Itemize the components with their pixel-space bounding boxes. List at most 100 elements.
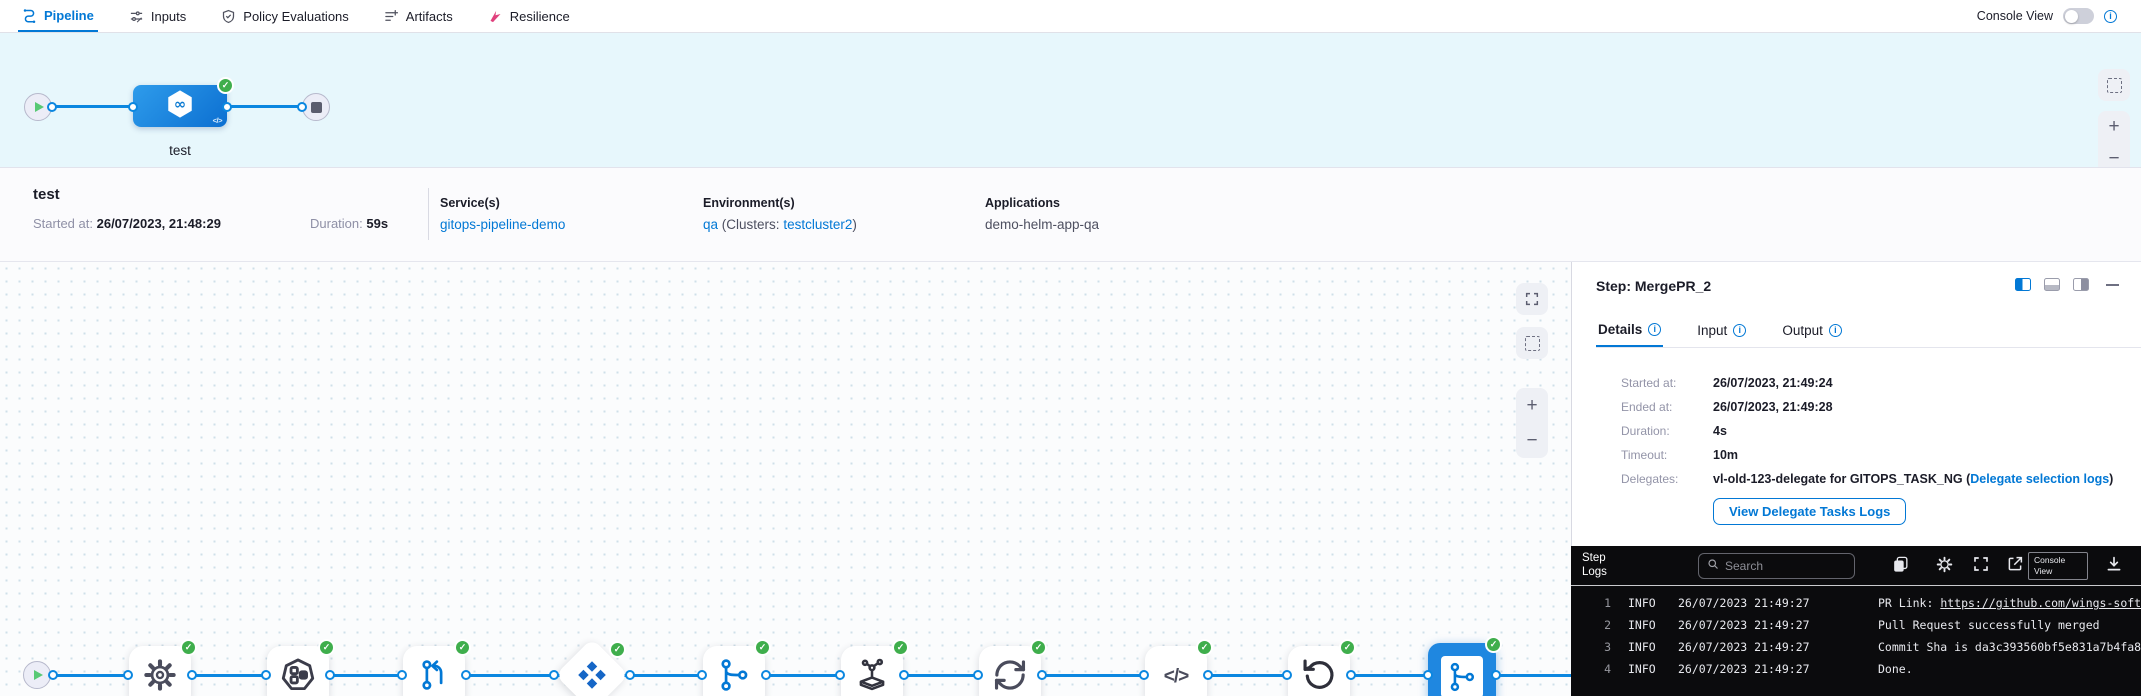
divider: [428, 188, 429, 240]
step-node-fetch-linked-apps[interactable]: </>: [841, 639, 909, 696]
step-node-service[interactable]: </>: [129, 639, 197, 696]
cluster-link[interactable]: testcluster2: [783, 217, 853, 232]
log-line: 1 INFO 26/07/2023 21:49:27 PR Link: http…: [1571, 592, 2141, 614]
connector-dot: [187, 670, 197, 680]
step-node-revertpr-1[interactable]: </>: [1288, 639, 1356, 696]
zoom-in-button[interactable]: [2108, 116, 2119, 138]
step-node-merge-pr[interactable]: </>: [703, 639, 771, 696]
success-check-icon: [754, 639, 771, 656]
connector-dot: [261, 670, 271, 680]
tab-artifacts[interactable]: Artifacts: [380, 0, 457, 32]
stage-node-test[interactable]: ∞ </>: [133, 77, 234, 127]
tab-input[interactable]: Input: [1695, 314, 1748, 347]
stage-start-button[interactable]: [24, 93, 52, 121]
stop-icon: [310, 101, 322, 113]
log-search-box: [1698, 553, 1855, 579]
pr-link[interactable]: https://github.com/wings-softw: [1940, 596, 2141, 610]
success-check-icon: [1030, 639, 1047, 656]
tab-inputs[interactable]: Inputs: [125, 0, 190, 32]
step-node-mergepr-2[interactable]: </>: [1428, 636, 1502, 696]
console-view-toggle[interactable]: [2063, 8, 2094, 24]
tab-output[interactable]: Output: [1780, 314, 1844, 347]
info-icon[interactable]: [2104, 9, 2117, 23]
step-node-shellscript-1[interactable]: </> </>: [1145, 639, 1213, 696]
stage-name-label: test: [169, 143, 191, 158]
success-check-icon: [1196, 639, 1213, 656]
svg-text:∞: ∞: [174, 96, 186, 113]
minimize-icon[interactable]: [2106, 283, 2119, 286]
stage-zoom-controls: [2098, 111, 2130, 175]
top-nav: Pipeline Inputs Policy Evaluations Artif…: [0, 0, 2141, 33]
log-line: 4 INFO 26/07/2023 21:49:27 Done.: [1604, 662, 1913, 676]
tab-label: Policy Evaluations: [243, 8, 349, 24]
open-in-new-tab-icon[interactable]: [2006, 555, 2024, 573]
success-check-icon: [180, 639, 197, 656]
step-panel-title: Step: MergePR_2: [1596, 278, 1712, 294]
connector-dot: [761, 670, 771, 680]
step-node-gitopsclusters[interactable]: </>: [267, 639, 335, 696]
log-settings-gear-icon[interactable]: [1935, 555, 1954, 574]
download-logs-icon[interactable]: [2105, 555, 2123, 573]
layout-split-icon[interactable]: [2015, 278, 2031, 291]
search-icon: [1707, 557, 1719, 575]
log-fullscreen-icon[interactable]: [1972, 555, 1990, 573]
layout-right-icon[interactable]: [2073, 278, 2089, 291]
connector-dot: [128, 102, 138, 112]
services-block: Service(s) gitops-pipeline-demo: [440, 196, 566, 232]
step-panel-tabs: Details Input Output: [1596, 314, 2141, 348]
info-icon: [1828, 324, 1842, 337]
fetch-apps-icon: [853, 656, 891, 696]
connector-dot: [222, 102, 232, 112]
service-link[interactable]: gitops-pipeline-demo: [440, 217, 566, 232]
success-check-icon: [609, 641, 626, 658]
connector-dot: [48, 670, 58, 680]
artifact-list-icon: [384, 9, 399, 24]
log-lines: 1 INFO 26/07/2023 21:49:27 PR Link: http…: [1571, 592, 2141, 680]
tab-details[interactable]: Details: [1596, 314, 1664, 347]
resilience-icon: [488, 9, 503, 24]
zoom-in-button[interactable]: [1526, 395, 1537, 417]
environment-link[interactable]: qa: [703, 217, 719, 232]
success-check-icon: [892, 639, 909, 656]
view-delegate-tasks-logs-button[interactable]: View Delegate Tasks Logs: [1713, 498, 1907, 525]
toggle-knob: [2064, 9, 2078, 23]
connector-dot: [1282, 670, 1292, 680]
connector-dot: [697, 670, 707, 680]
git-merge-icon: [1441, 656, 1483, 696]
execution-summary-bar: test Started at: 26/07/2023, 21:48:29 Du…: [0, 167, 2141, 262]
execution-graph-canvas[interactable]: </> </> </>: [0, 262, 1571, 696]
update-repo-icon: [415, 656, 453, 696]
log-search-input[interactable]: [1725, 559, 1835, 573]
canvas-select-zone-button[interactable]: [1516, 327, 1548, 359]
tab-pipeline[interactable]: Pipeline: [18, 0, 98, 32]
code-icon: </>: [1163, 666, 1190, 687]
step-details-panel: Step: MergePR_2 Details Input Output Sta…: [1571, 262, 2141, 546]
step-node-update-release-repo[interactable]: </>: [403, 639, 471, 696]
tab-label: Artifacts: [405, 8, 453, 24]
zoom-out-button[interactable]: [1526, 430, 1537, 452]
inputs-icon: [129, 9, 144, 24]
copy-icon[interactable]: [1891, 555, 1910, 574]
delegate-selection-logs-link[interactable]: Delegate selection logs: [1970, 472, 2110, 486]
approval-diamond-icon: [574, 657, 610, 696]
play-icon: [35, 102, 44, 112]
dashed-selection-icon: [1524, 335, 1540, 351]
step-node-sync[interactable]: </>: [979, 639, 1047, 696]
connector-dot: [1139, 670, 1149, 680]
connector-dot: [47, 102, 57, 112]
gitops-hexagon-icon: ∞: [164, 88, 196, 125]
success-check-icon: [1339, 639, 1356, 656]
step-node-harness-approval[interactable]: [554, 637, 630, 696]
canvas-fullscreen-button[interactable]: [1516, 283, 1548, 315]
tab-resilience[interactable]: Resilience: [484, 0, 574, 32]
connector-dot: [297, 102, 307, 112]
stage-select-zone-button[interactable]: [2098, 69, 2130, 101]
layout-bottom-icon[interactable]: [2044, 278, 2060, 291]
connector-dot: [1491, 670, 1501, 680]
environments-block: Environment(s) qa (Clusters: testcluster…: [703, 196, 857, 232]
graph-start-node[interactable]: [23, 661, 51, 689]
tab-policy-evaluations[interactable]: Policy Evaluations: [217, 0, 353, 32]
